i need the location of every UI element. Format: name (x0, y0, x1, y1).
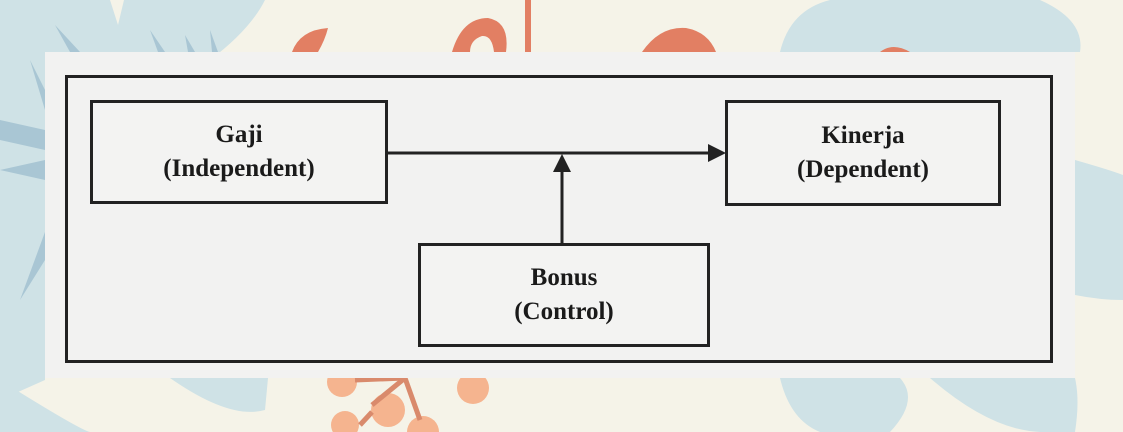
leaf-shape-right (780, 0, 1081, 52)
diagram-frame (65, 75, 1053, 363)
node-role: (Independent) (163, 155, 315, 182)
node-title: Gaji (215, 121, 263, 148)
node-role: (Dependent) (797, 156, 929, 183)
flower-arc (642, 27, 716, 52)
node-gaji-independent: Gaji (Independent) (90, 100, 388, 204)
leaf-shape-left (0, 0, 265, 400)
node-kinerja-dependent: Kinerja (Dependent) (725, 100, 1001, 206)
node-title: Kinerja (821, 122, 905, 149)
node-title: Bonus (530, 264, 598, 291)
node-role: (Control) (514, 298, 614, 325)
node-bonus-control: Bonus (Control) (418, 243, 710, 347)
flower-arc (452, 18, 507, 52)
flower-arc (292, 28, 328, 52)
